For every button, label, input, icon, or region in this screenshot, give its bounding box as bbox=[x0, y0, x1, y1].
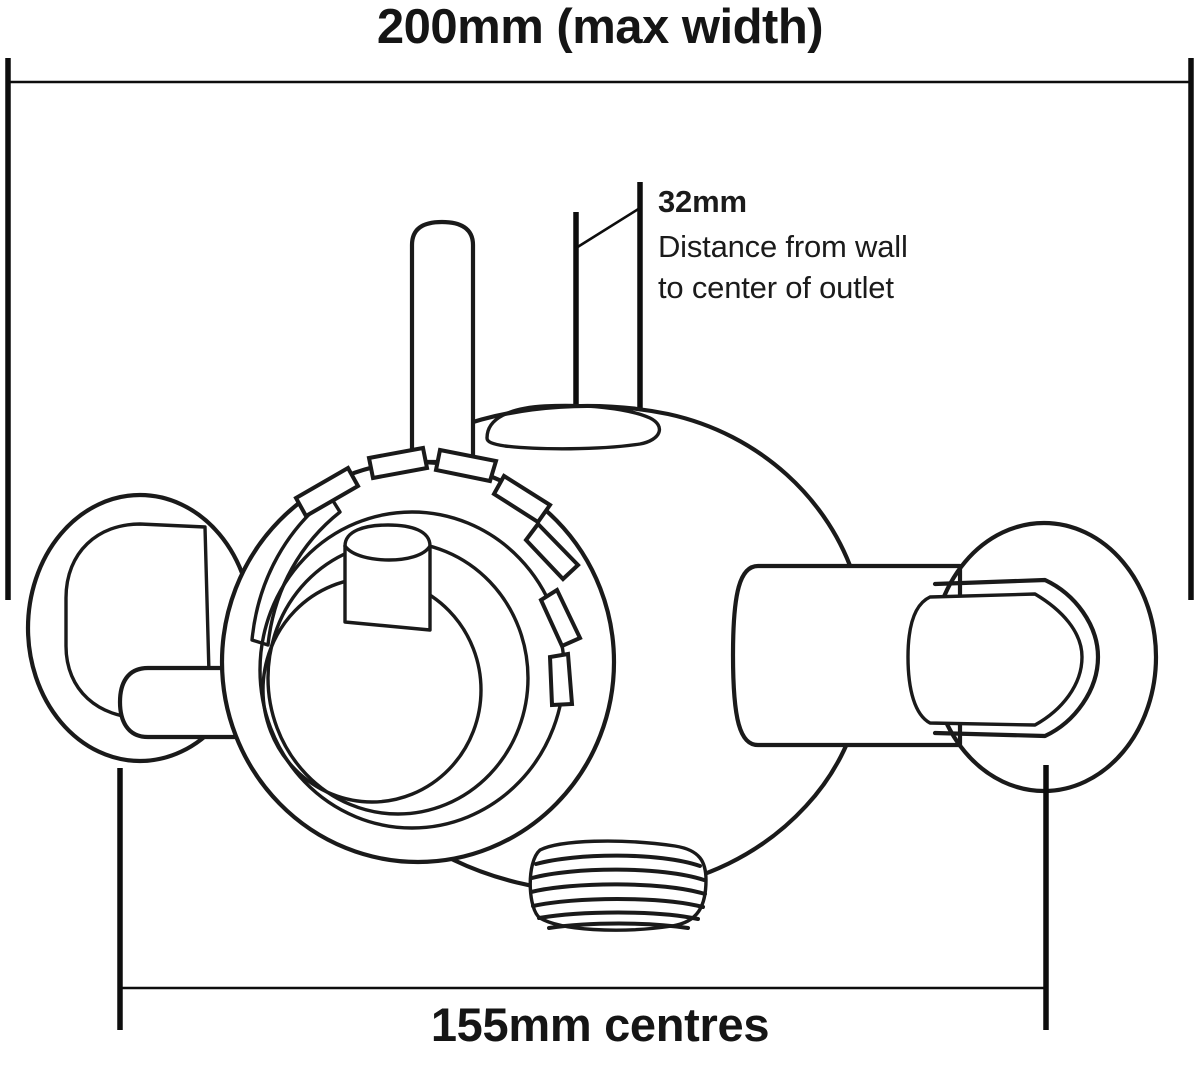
callout-leader-line bbox=[575, 206, 641, 250]
callout-description-line-2: to center of outlet bbox=[658, 269, 894, 305]
graduation-mark-3 bbox=[433, 447, 499, 484]
thread-line-5 bbox=[537, 910, 700, 921]
bottom-dimension-group bbox=[117, 765, 1049, 1030]
knob-indicator-tab bbox=[343, 523, 432, 632]
left-inlet-shank bbox=[117, 665, 241, 740]
right-inlet-shank bbox=[730, 563, 963, 748]
graduation-mark-7 bbox=[547, 651, 575, 708]
graduation-mark-1 bbox=[293, 465, 361, 519]
knob-scale-start-arc bbox=[250, 494, 342, 647]
right-hex-nut-outer bbox=[932, 577, 1101, 739]
left-shank-pipe bbox=[117, 665, 241, 740]
flow-control-lever bbox=[409, 219, 476, 465]
lever-handle-stem bbox=[409, 219, 476, 465]
graduation-mark-6 bbox=[538, 587, 583, 649]
top-outlet-detail bbox=[485, 403, 662, 451]
graduation-mark-5 bbox=[523, 520, 581, 582]
callout-description-line-1: Distance from wall bbox=[658, 229, 908, 264]
thread-line-1 bbox=[534, 853, 702, 868]
callout-leader-group bbox=[573, 182, 643, 422]
thread-line-3 bbox=[529, 882, 707, 896]
bottom-dimension-label: 155mm centres bbox=[430, 998, 770, 1051]
temperature-control-knob bbox=[219, 445, 617, 865]
callout-value-label: 32mm bbox=[658, 184, 747, 219]
thread-line-4 bbox=[531, 897, 705, 909]
knob-graduation-marks bbox=[293, 445, 583, 708]
top-dimension-group bbox=[5, 58, 1194, 600]
top-dimension-label: 200mm (max width) bbox=[376, 0, 824, 54]
right-hex-nut-face bbox=[906, 592, 1084, 727]
knob-indicator-tab-top-curve bbox=[343, 544, 432, 562]
right-wall-escutcheon bbox=[906, 520, 1159, 794]
threaded-bottom-outlet bbox=[528, 839, 708, 932]
thread-line-6 bbox=[547, 921, 690, 930]
graduation-mark-2 bbox=[366, 445, 430, 481]
thread-line-2 bbox=[530, 867, 706, 882]
callout-text-block: 32mm Distance from wall to center of out… bbox=[658, 186, 1088, 309]
right-shank-pipe bbox=[730, 563, 963, 748]
